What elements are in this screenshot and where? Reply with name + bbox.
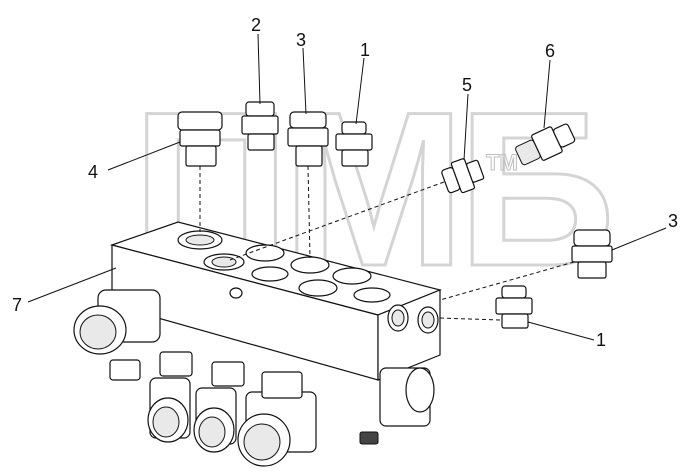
- electrical-connectors: [109, 351, 379, 445]
- valve-manifold-block: [109, 221, 442, 381]
- callout-1-top: 1: [360, 40, 370, 60]
- callout-1-right: 1: [596, 330, 606, 350]
- callout-4: 4: [88, 162, 98, 182]
- callout-7: 7: [12, 295, 22, 315]
- solenoid-right: [379, 367, 435, 427]
- leader-lines: [27, 33, 667, 341]
- callout-3-top: 3: [296, 30, 306, 50]
- solenoid-front-3: [237, 391, 317, 467]
- callout-6: 6: [545, 41, 555, 61]
- fitting-3-right: [571, 229, 613, 279]
- fitting-3-top: [287, 111, 329, 167]
- fitting-1-top: [335, 121, 373, 167]
- fitting-1-right: [495, 285, 533, 329]
- solenoid-front-1: [147, 377, 191, 443]
- watermark-tm: TM: [486, 150, 518, 175]
- fitting-4: [177, 111, 223, 167]
- callout-2: 2: [251, 15, 261, 35]
- callouts: 1 2 3 4 5 6 3 7 1: [12, 15, 678, 350]
- fitting-5: [441, 158, 485, 194]
- fitting-2: [241, 101, 279, 151]
- solenoid-left: [73, 289, 161, 355]
- fitting-6: [515, 123, 576, 166]
- callout-5: 5: [462, 75, 472, 95]
- callout-3-right: 3: [668, 211, 678, 231]
- solenoid-front-2: [193, 387, 237, 453]
